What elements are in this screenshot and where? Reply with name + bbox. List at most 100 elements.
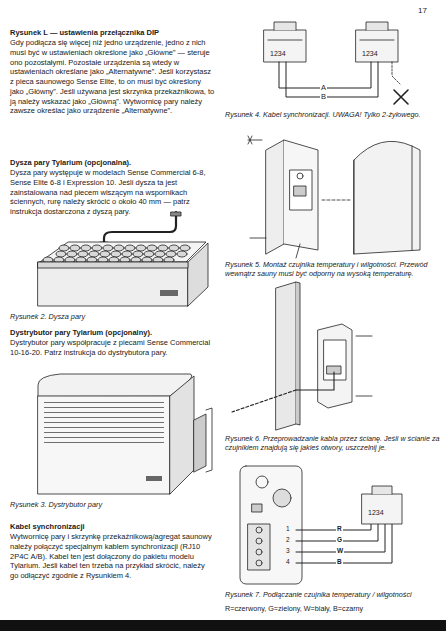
wire-color: B xyxy=(336,558,343,566)
connector-tab xyxy=(372,486,392,494)
screw xyxy=(250,238,300,258)
pin-number: 2 xyxy=(286,536,290,544)
figure-caption: Rysunek 2. Dysza pary xyxy=(10,312,215,321)
sync-cable-figure xyxy=(264,22,408,104)
sensor-connection-figure xyxy=(240,466,402,584)
rj-connector xyxy=(362,494,402,524)
cable-through-wall xyxy=(232,390,296,412)
stone xyxy=(136,245,146,251)
terminal-block xyxy=(294,186,306,196)
cover-edge xyxy=(354,146,412,254)
section-heading: Dysza pary Tylarium (opcjonalna). xyxy=(10,158,215,168)
page-number: 17 xyxy=(418,6,427,16)
cross-mark xyxy=(394,90,408,104)
circuit-board xyxy=(240,466,302,584)
connector-line xyxy=(360,40,394,41)
distributor-side xyxy=(170,376,194,494)
pin-numbers: 1234 xyxy=(270,49,286,58)
connector-tab xyxy=(274,22,296,30)
pin-numbers: 1234 xyxy=(368,508,384,517)
wall-bracket xyxy=(171,212,181,216)
stone xyxy=(169,245,179,251)
figure-caption: Rysunek 4. Kabel synchronizacji. UWAGA! … xyxy=(225,110,440,119)
terminal-screw xyxy=(256,549,262,555)
stone xyxy=(70,245,80,251)
terminal-screw xyxy=(256,527,262,533)
heater-rim xyxy=(38,262,188,268)
figure-caption: Rysunek 3. Dystrybutor pary xyxy=(10,500,215,509)
figure-caption: Rysunek 5. Montaż czujnika temperatury i… xyxy=(225,260,440,279)
body-text: Dystrybutor pary współpracuje z piecami … xyxy=(10,338,215,358)
sensor-housing xyxy=(318,324,352,408)
distributor-front xyxy=(38,396,170,494)
mounting-hole xyxy=(256,476,268,488)
terminal-screw xyxy=(256,560,262,566)
terminal-screw xyxy=(256,538,262,544)
stone xyxy=(177,251,187,257)
stone xyxy=(133,251,143,257)
section-heading: Rysunek L — ustawienia przełącznika DIP xyxy=(10,28,215,38)
stone xyxy=(78,251,88,257)
figure-caption: Rysunek 7. Podłączanie czujnika temperat… xyxy=(225,590,440,599)
stone xyxy=(56,251,66,257)
steam-pipe xyxy=(104,212,176,242)
sensor-base xyxy=(284,140,318,250)
wall-passage-figure xyxy=(232,282,372,430)
wire-name: B xyxy=(320,92,327,102)
sensor-mounting-figure xyxy=(248,136,420,258)
body-text: Wytwornicę pary i skrzynkę przekaźnikową… xyxy=(10,532,215,581)
wall-edge xyxy=(206,408,212,472)
stone xyxy=(89,251,99,257)
sensor-board xyxy=(290,170,312,210)
body-text: Dysza pary występuje w modelach Sense Co… xyxy=(10,168,215,217)
stone xyxy=(147,245,157,251)
stone xyxy=(125,245,135,251)
screw xyxy=(356,336,372,396)
wall-plate xyxy=(266,140,284,254)
sensor-cover xyxy=(354,141,420,254)
screw xyxy=(248,136,262,144)
heater-side xyxy=(188,243,208,306)
body-text: Gdy podłącza się więcej niż jedno urządz… xyxy=(10,38,215,116)
distributor-louvers xyxy=(44,400,164,444)
stone xyxy=(158,245,168,251)
distributor-badge xyxy=(146,476,162,481)
steam-nozzle-figure xyxy=(38,212,208,306)
figure-caption: Rysunek 6. Przeprowadzanie kabla przez ś… xyxy=(225,434,440,453)
color-key: R=czerwony, G=zielony, W=biały, B=czarny xyxy=(225,604,440,613)
sensor-element xyxy=(297,173,303,179)
rj-connector xyxy=(356,30,398,62)
stone xyxy=(155,251,165,257)
wire-b xyxy=(286,62,378,97)
sensor-wires xyxy=(296,524,392,563)
footer-bar xyxy=(0,620,446,631)
stone xyxy=(180,245,190,251)
stone xyxy=(114,245,124,251)
stone xyxy=(122,251,132,257)
sensor-component xyxy=(273,489,291,507)
stone xyxy=(100,251,110,257)
connector-line xyxy=(268,40,302,41)
wall-section xyxy=(276,282,296,430)
stone xyxy=(92,245,102,251)
wire-color: W xyxy=(336,547,344,555)
unused-wire xyxy=(392,62,400,84)
pin-number: 1 xyxy=(286,525,290,533)
stone xyxy=(103,245,113,251)
terminal-block xyxy=(248,524,270,570)
wire-color: G xyxy=(336,536,343,544)
wall-edge xyxy=(296,282,300,425)
sensor-cable xyxy=(296,372,334,390)
section-heading: Dystrybutor pary Tylarium (opcjonalny). xyxy=(10,328,215,338)
sensor-board xyxy=(324,340,346,380)
rj-connector xyxy=(264,30,306,62)
heater-front xyxy=(38,262,188,306)
stone xyxy=(144,251,154,257)
connector-tab xyxy=(366,22,388,30)
wire-color: R xyxy=(336,525,343,533)
stone xyxy=(67,251,77,257)
pin-numbers: 1234 xyxy=(362,49,378,58)
stone xyxy=(111,251,121,257)
stone xyxy=(166,251,176,257)
